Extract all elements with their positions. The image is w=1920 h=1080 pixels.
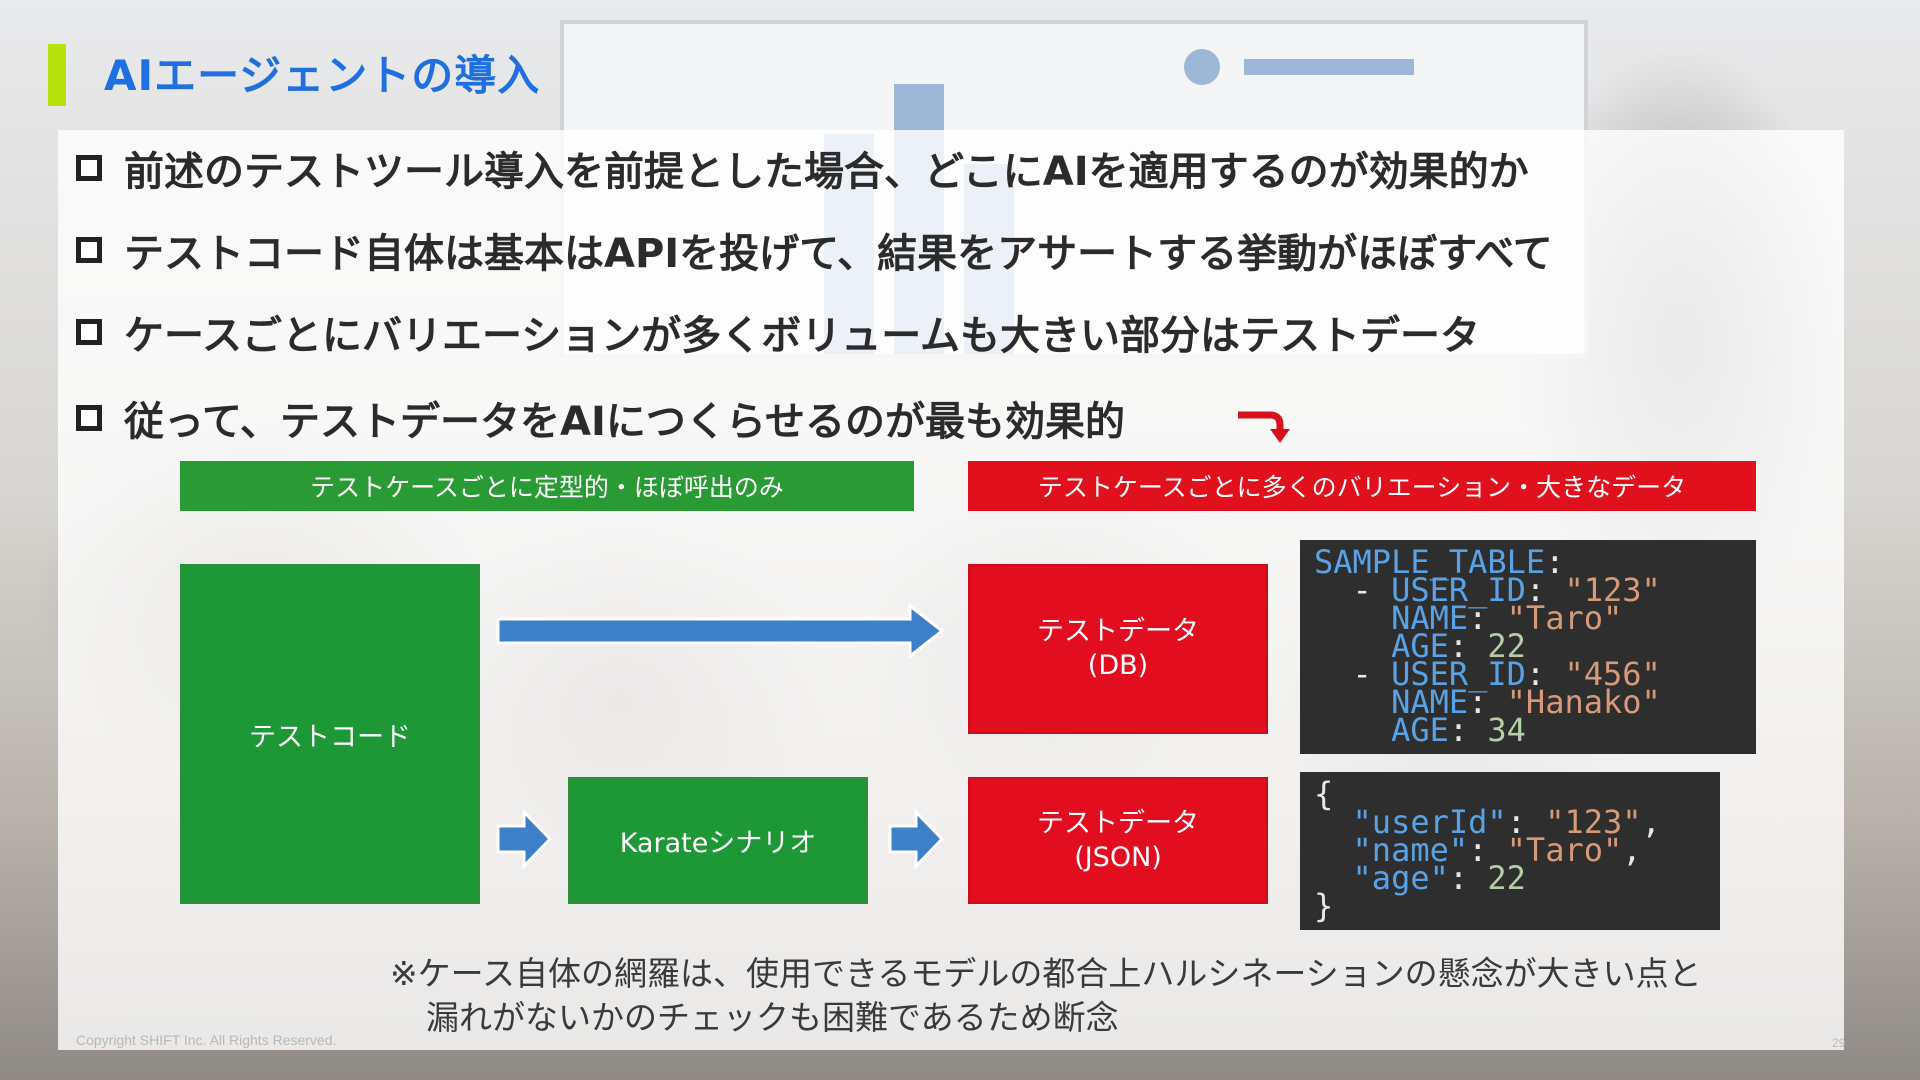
box-sublabel: (JSON) — [1074, 841, 1162, 875]
bullet-text: ケースごとにバリエーションが多くボリュームも大きい部分はテストデータ — [124, 303, 1480, 361]
title-accent-bar — [48, 44, 66, 106]
red-bent-arrow-icon — [1236, 405, 1296, 445]
bullet-text: 従って、テストデータをAIにつくらせるのが最も効果的 — [124, 389, 1125, 447]
checkbox-square-icon — [76, 319, 102, 345]
test-code-box: テストコード — [180, 564, 480, 904]
slide-title: AIエージェントの導入 — [104, 42, 540, 103]
checkbox-square-icon — [76, 155, 102, 181]
right-arrow-icon — [496, 810, 552, 868]
bullet-item: ケースごとにバリエーションが多くボリュームも大きい部分はテストデータ — [76, 302, 1480, 362]
copyright-text: Copyright SHIFT Inc. All Rights Reserved… — [76, 1032, 336, 1048]
footnote: ※ケース自体の網羅は、使用できるモデルの都合上ハルシネーションの懸念が大きい点と… — [390, 952, 1702, 1040]
yaml-code-sample: SAMPLE_TABLE: - USER_ID: "123" NAME: "Ta… — [1300, 540, 1756, 754]
code-value: 34 — [1487, 711, 1526, 749]
bullet-text: 前述のテストツール導入を前提とした場合、どこにAIを適用するのが効果的か — [124, 139, 1529, 197]
background-chart-line — [1244, 59, 1414, 75]
page-number: 29 — [1832, 1036, 1845, 1050]
code-key: "age" — [1353, 859, 1449, 897]
json-code-sample: { "userId": "123", "name": "Taro", "age"… — [1300, 772, 1720, 930]
long-right-arrow-icon — [498, 604, 944, 658]
box-label: テストデータ — [1037, 807, 1199, 841]
bullet-item: 従って、テストデータをAIにつくらせるのが最も効果的 — [76, 388, 1125, 448]
test-data-json-box: テストデータ (JSON) — [968, 777, 1268, 904]
box-label: テストデータ — [1037, 615, 1199, 649]
header-fixed-calls: テストケースごとに定型的・ほぼ呼出のみ — [180, 461, 914, 511]
code-value: "Hanako" — [1507, 683, 1661, 721]
code-value: 22 — [1487, 859, 1526, 897]
background-chart-dot — [1184, 49, 1220, 85]
checkbox-square-icon — [76, 405, 102, 431]
footnote-line: ※ケース自体の網羅は、使用できるモデルの都合上ハルシネーションの懸念が大きい点と — [390, 952, 1702, 996]
header-variations: テストケースごとに多くのバリエーション・大きなデータ — [968, 461, 1756, 511]
checkbox-square-icon — [76, 237, 102, 263]
box-sublabel: (DB) — [1088, 649, 1148, 683]
bullet-text: テストコード自体は基本はAPIを投げて、結果をアサートする挙動がほぼすべて — [124, 221, 1553, 279]
test-data-db-box: テストデータ (DB) — [968, 564, 1268, 734]
bullet-item: 前述のテストツール導入を前提とした場合、どこにAIを適用するのが効果的か — [76, 138, 1529, 198]
right-arrow-icon — [888, 810, 944, 868]
bullet-item: テストコード自体は基本はAPIを投げて、結果をアサートする挙動がほぼすべて — [76, 220, 1553, 280]
footnote-line: 漏れがないかのチェックも困難であるため断念 — [390, 996, 1702, 1040]
code-key: AGE — [1391, 711, 1449, 749]
karate-scenario-box: Karateシナリオ — [568, 777, 868, 904]
